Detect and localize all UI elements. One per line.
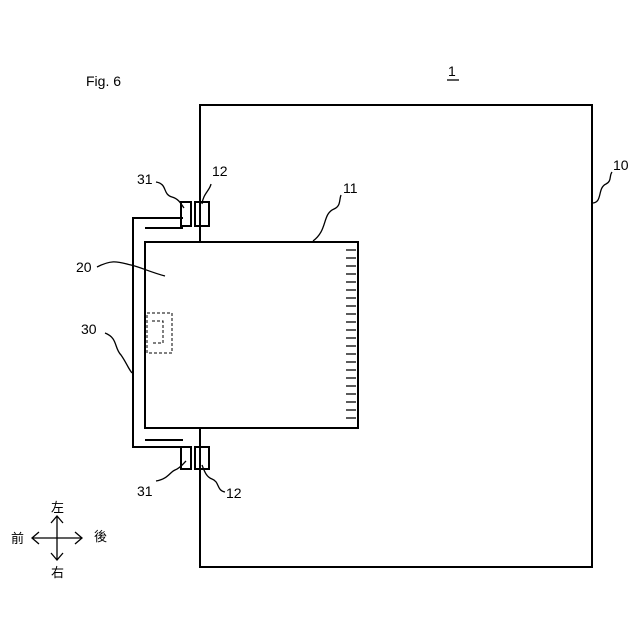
tray-outline bbox=[145, 242, 358, 428]
opening-lower-edge bbox=[200, 428, 358, 470]
leader-11 bbox=[313, 195, 341, 241]
label-12-bottom: 12 bbox=[226, 485, 242, 501]
label-20: 20 bbox=[76, 259, 92, 275]
label-12-top: 12 bbox=[212, 163, 228, 179]
leader-10 bbox=[592, 172, 612, 203]
leader-31-top bbox=[156, 182, 184, 208]
leader-30 bbox=[105, 333, 132, 373]
hinge-12-top bbox=[195, 202, 209, 226]
leader-20 bbox=[97, 262, 165, 276]
assembly-ref-number: 1 bbox=[448, 63, 456, 79]
opening-upper-edge bbox=[200, 202, 358, 242]
label-30: 30 bbox=[81, 321, 97, 337]
label-31-top: 31 bbox=[137, 171, 153, 187]
hinge-31-bottom bbox=[181, 447, 191, 469]
label-10: 10 bbox=[613, 157, 629, 173]
compass-up-label: 左 bbox=[51, 501, 64, 516]
direction-compass: 左 右 前 後 bbox=[11, 501, 107, 581]
compass-right-label: 後 bbox=[94, 530, 107, 545]
compass-left-label: 前 bbox=[11, 531, 24, 547]
label-31-bottom: 31 bbox=[137, 483, 153, 499]
main-body-outline bbox=[200, 105, 592, 567]
compass-down-label: 右 bbox=[51, 566, 64, 581]
hidden-handle-outer bbox=[147, 313, 172, 353]
tray-serration bbox=[346, 250, 356, 418]
label-11: 11 bbox=[343, 180, 358, 196]
figure-title: Fig. 6 bbox=[86, 73, 121, 89]
hidden-handle-inner bbox=[152, 321, 163, 343]
cover-outline bbox=[133, 218, 183, 447]
